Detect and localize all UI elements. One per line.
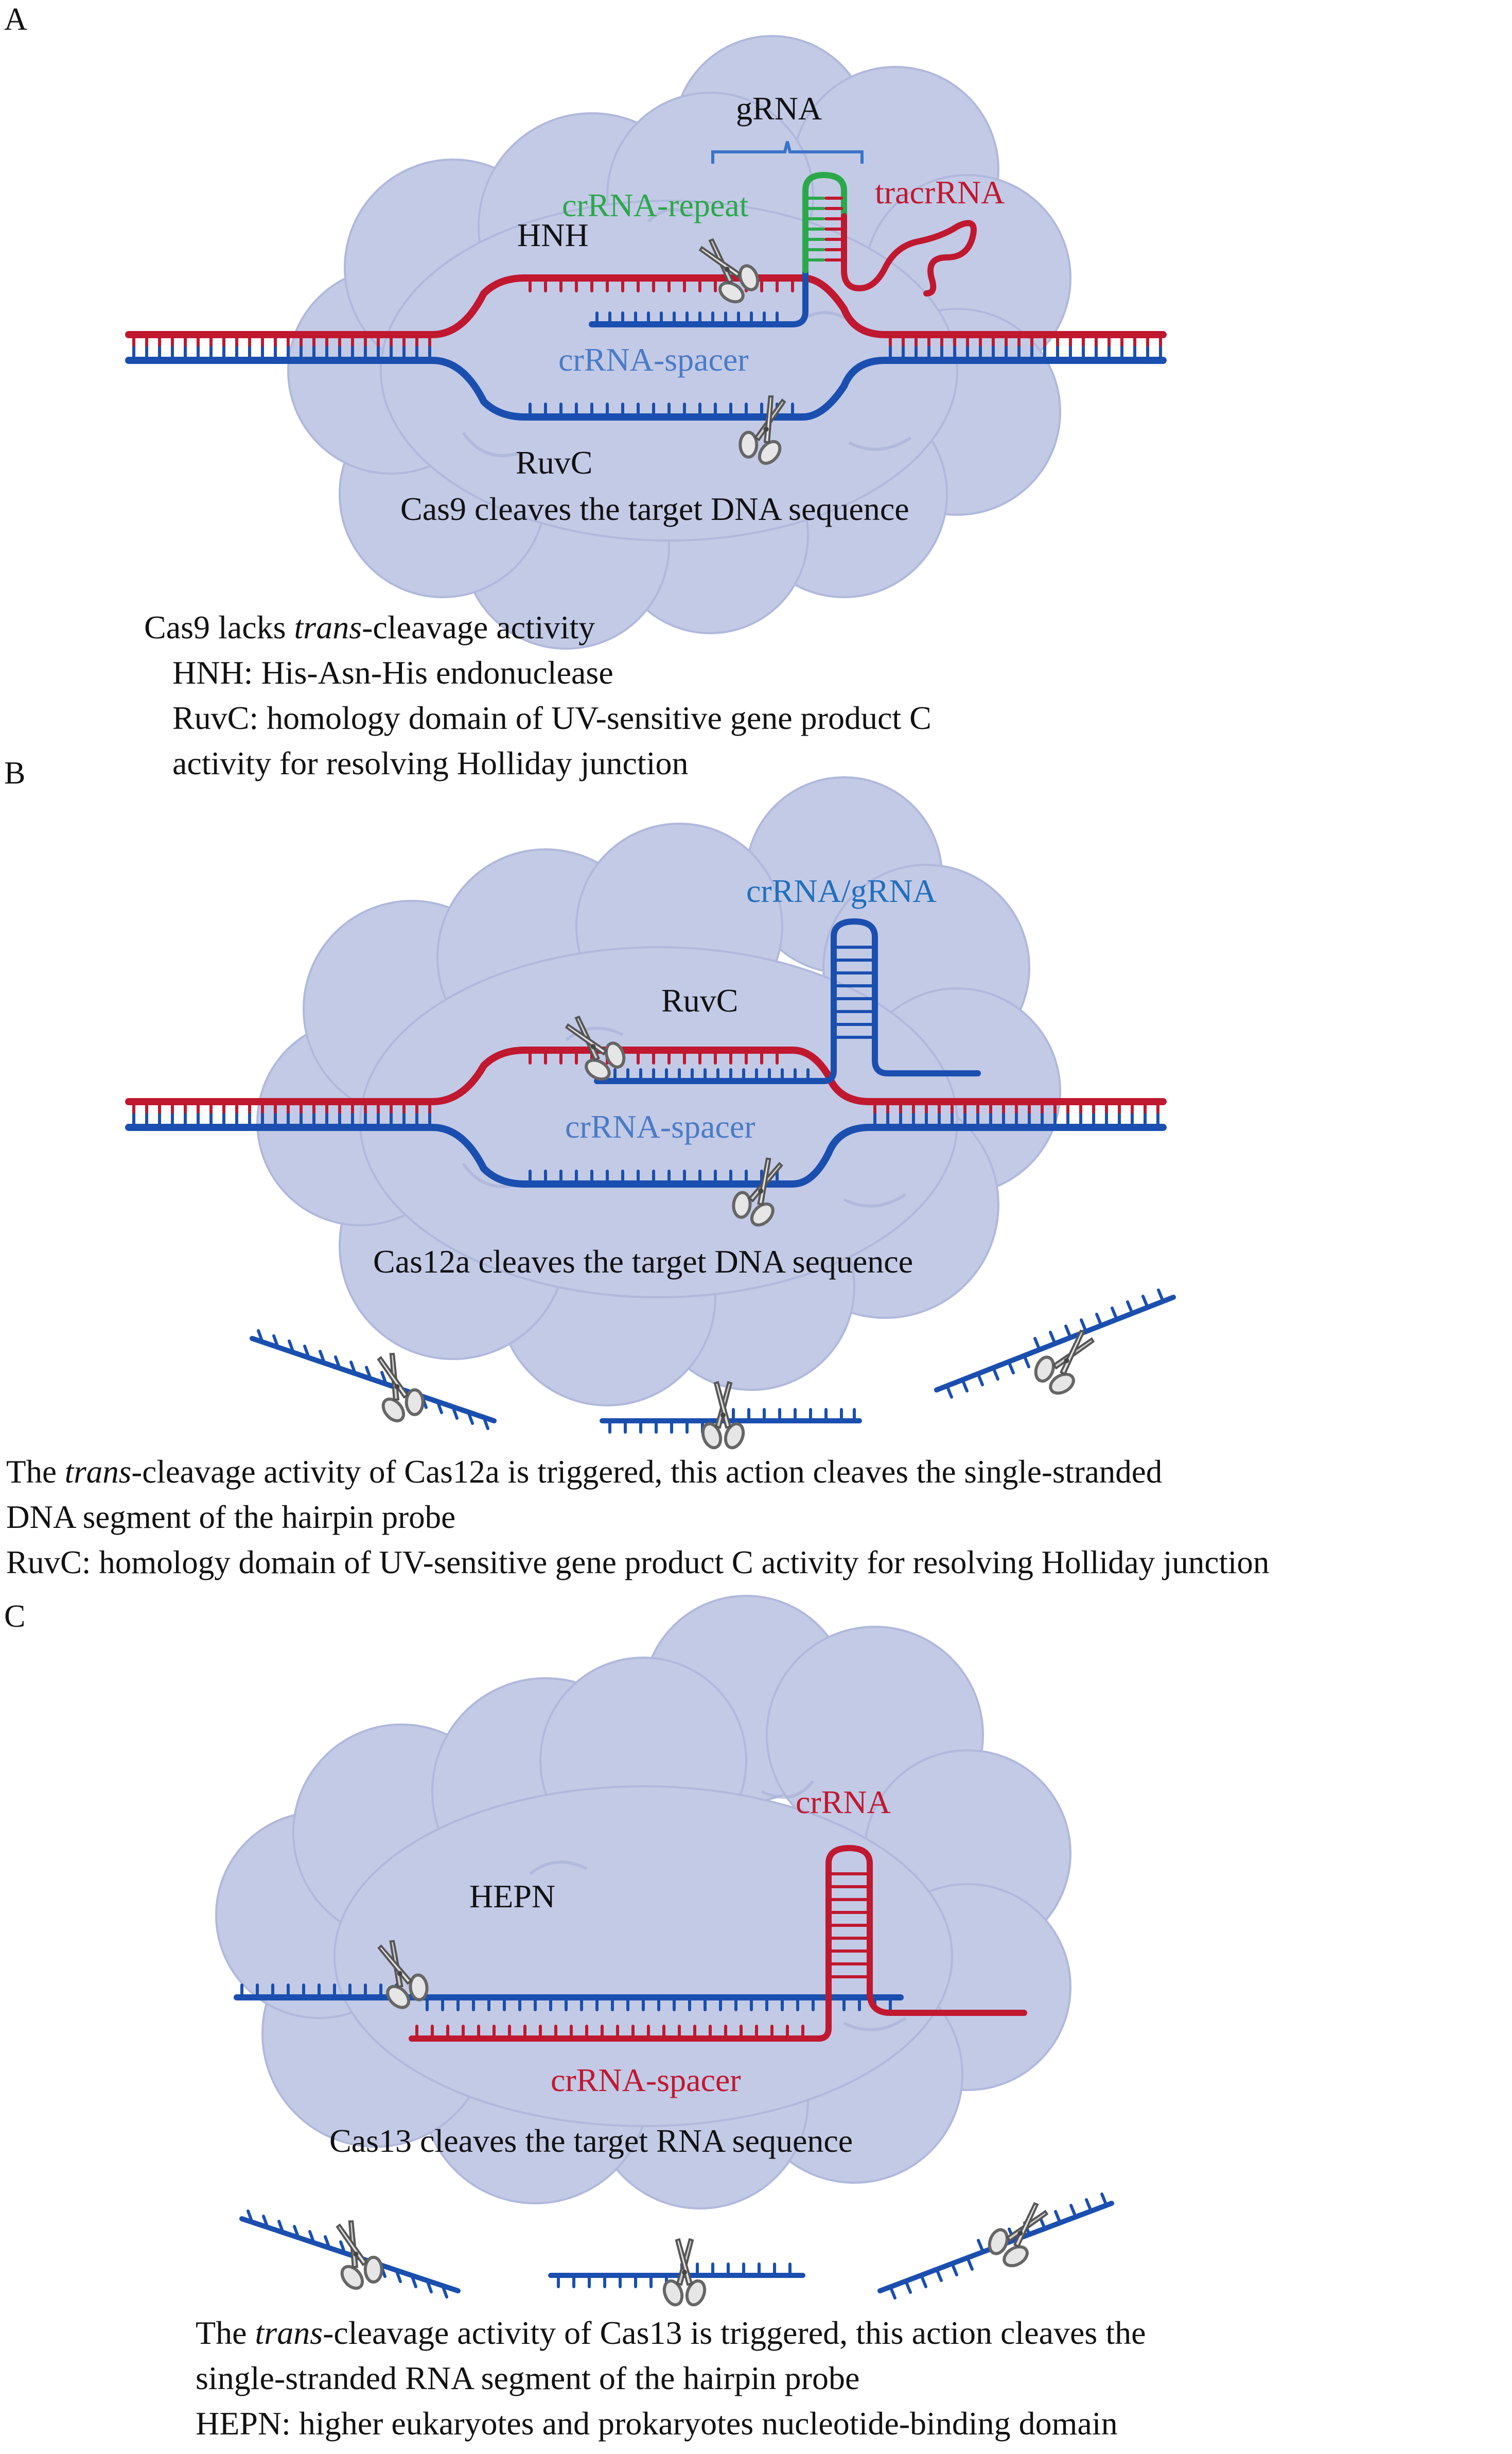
panel-a-note-line1: Cas9 lacks trans-cleavage activity (144, 609, 595, 646)
panel-a-letter: A (4, 2, 27, 37)
crrna-spacer-label-c: crRNA-spacer (551, 2062, 741, 2098)
hnh-label: HNH (517, 217, 589, 253)
panel-b-letter: B (4, 756, 25, 791)
crrna-spacer-strand-a (589, 267, 808, 327)
cas9-title: Cas9 cleaves the target DNA sequence (400, 491, 909, 527)
panel-a-note-line3: RuvC: homology domain of UV-sensitive ge… (172, 700, 931, 736)
scissors-icon (980, 2193, 1059, 2275)
tracrrna-label: tracrRNA (875, 174, 1005, 211)
crrna-grna-strand-b (594, 918, 981, 1084)
cas13-blob-texture (529, 1780, 907, 2031)
panel-c-note-line1: The trans-cleavage activity of Cas13 is … (196, 2314, 1146, 2351)
scissors-icon (364, 1348, 431, 1428)
panel-b-note-line1: The trans-cleavage activity of Cas12a is… (6, 1454, 1163, 1490)
panel-c-notes: The trans-cleavage activity of Cas13 is … (196, 2310, 1146, 2446)
ruvc-label-a: RuvC (516, 444, 592, 481)
brace-icon (711, 141, 864, 164)
cas13-protein-blob (215, 1595, 1071, 2209)
panel-c-note-line3: HEPN: higher eukaryotes and prokaryotes … (196, 2405, 1118, 2442)
grna-label: gRNA (736, 90, 822, 127)
cas13-title: Cas13 cleaves the target RNA sequence (329, 2122, 853, 2159)
ruvc-label-b: RuvC (661, 982, 738, 1019)
cas12a-title: Cas12a cleaves the target DNA sequence (373, 1243, 913, 1280)
scissors-icon (1026, 1320, 1105, 1402)
panel-b-notes: The trans-cleavage activity of Cas12a is… (6, 1449, 1269, 1585)
panel-b-note-line3: RuvC: homology domain of UV-sensitive ge… (6, 1544, 1270, 1580)
target-dna-b (125, 1047, 1167, 1188)
panel-a-note-line2: HNH: His-Asn-His endonuclease (172, 654, 613, 691)
crrna-label-c: crRNA (796, 1784, 891, 1820)
panel-c-note-line2: single-stranded RNA segment of the hairp… (196, 2360, 860, 2396)
panel-a-note-line4: activity for resolving Holliday junction (172, 745, 689, 781)
crrna-strand-c (409, 1844, 1027, 2042)
scissors-icon (700, 1382, 746, 1450)
cas12a-protein-blob (256, 776, 1061, 1406)
panel-c-letter: C (4, 1599, 25, 1634)
crrna-spacer-label-b: crRNA-spacer (565, 1108, 755, 1145)
cas9-protein-blob (287, 35, 1071, 650)
crrna-repeat-label: crRNA-repeat (562, 187, 749, 223)
panel-b-note-line2: DNA segment of the hairpin probe (6, 1499, 456, 1535)
scissors-icon (323, 2215, 390, 2295)
panel-a-notes: Cas9 lacks trans-cleavage activity HNH: … (144, 605, 931, 786)
hepn-label: HEPN (469, 1878, 555, 1915)
crrna-grna-label: crRNA/gRNA (746, 873, 937, 909)
target-dna-a (125, 274, 1167, 421)
crrna-spacer-label-a: crRNA-spacer (558, 341, 749, 378)
grna-hairpin-a (802, 171, 977, 297)
